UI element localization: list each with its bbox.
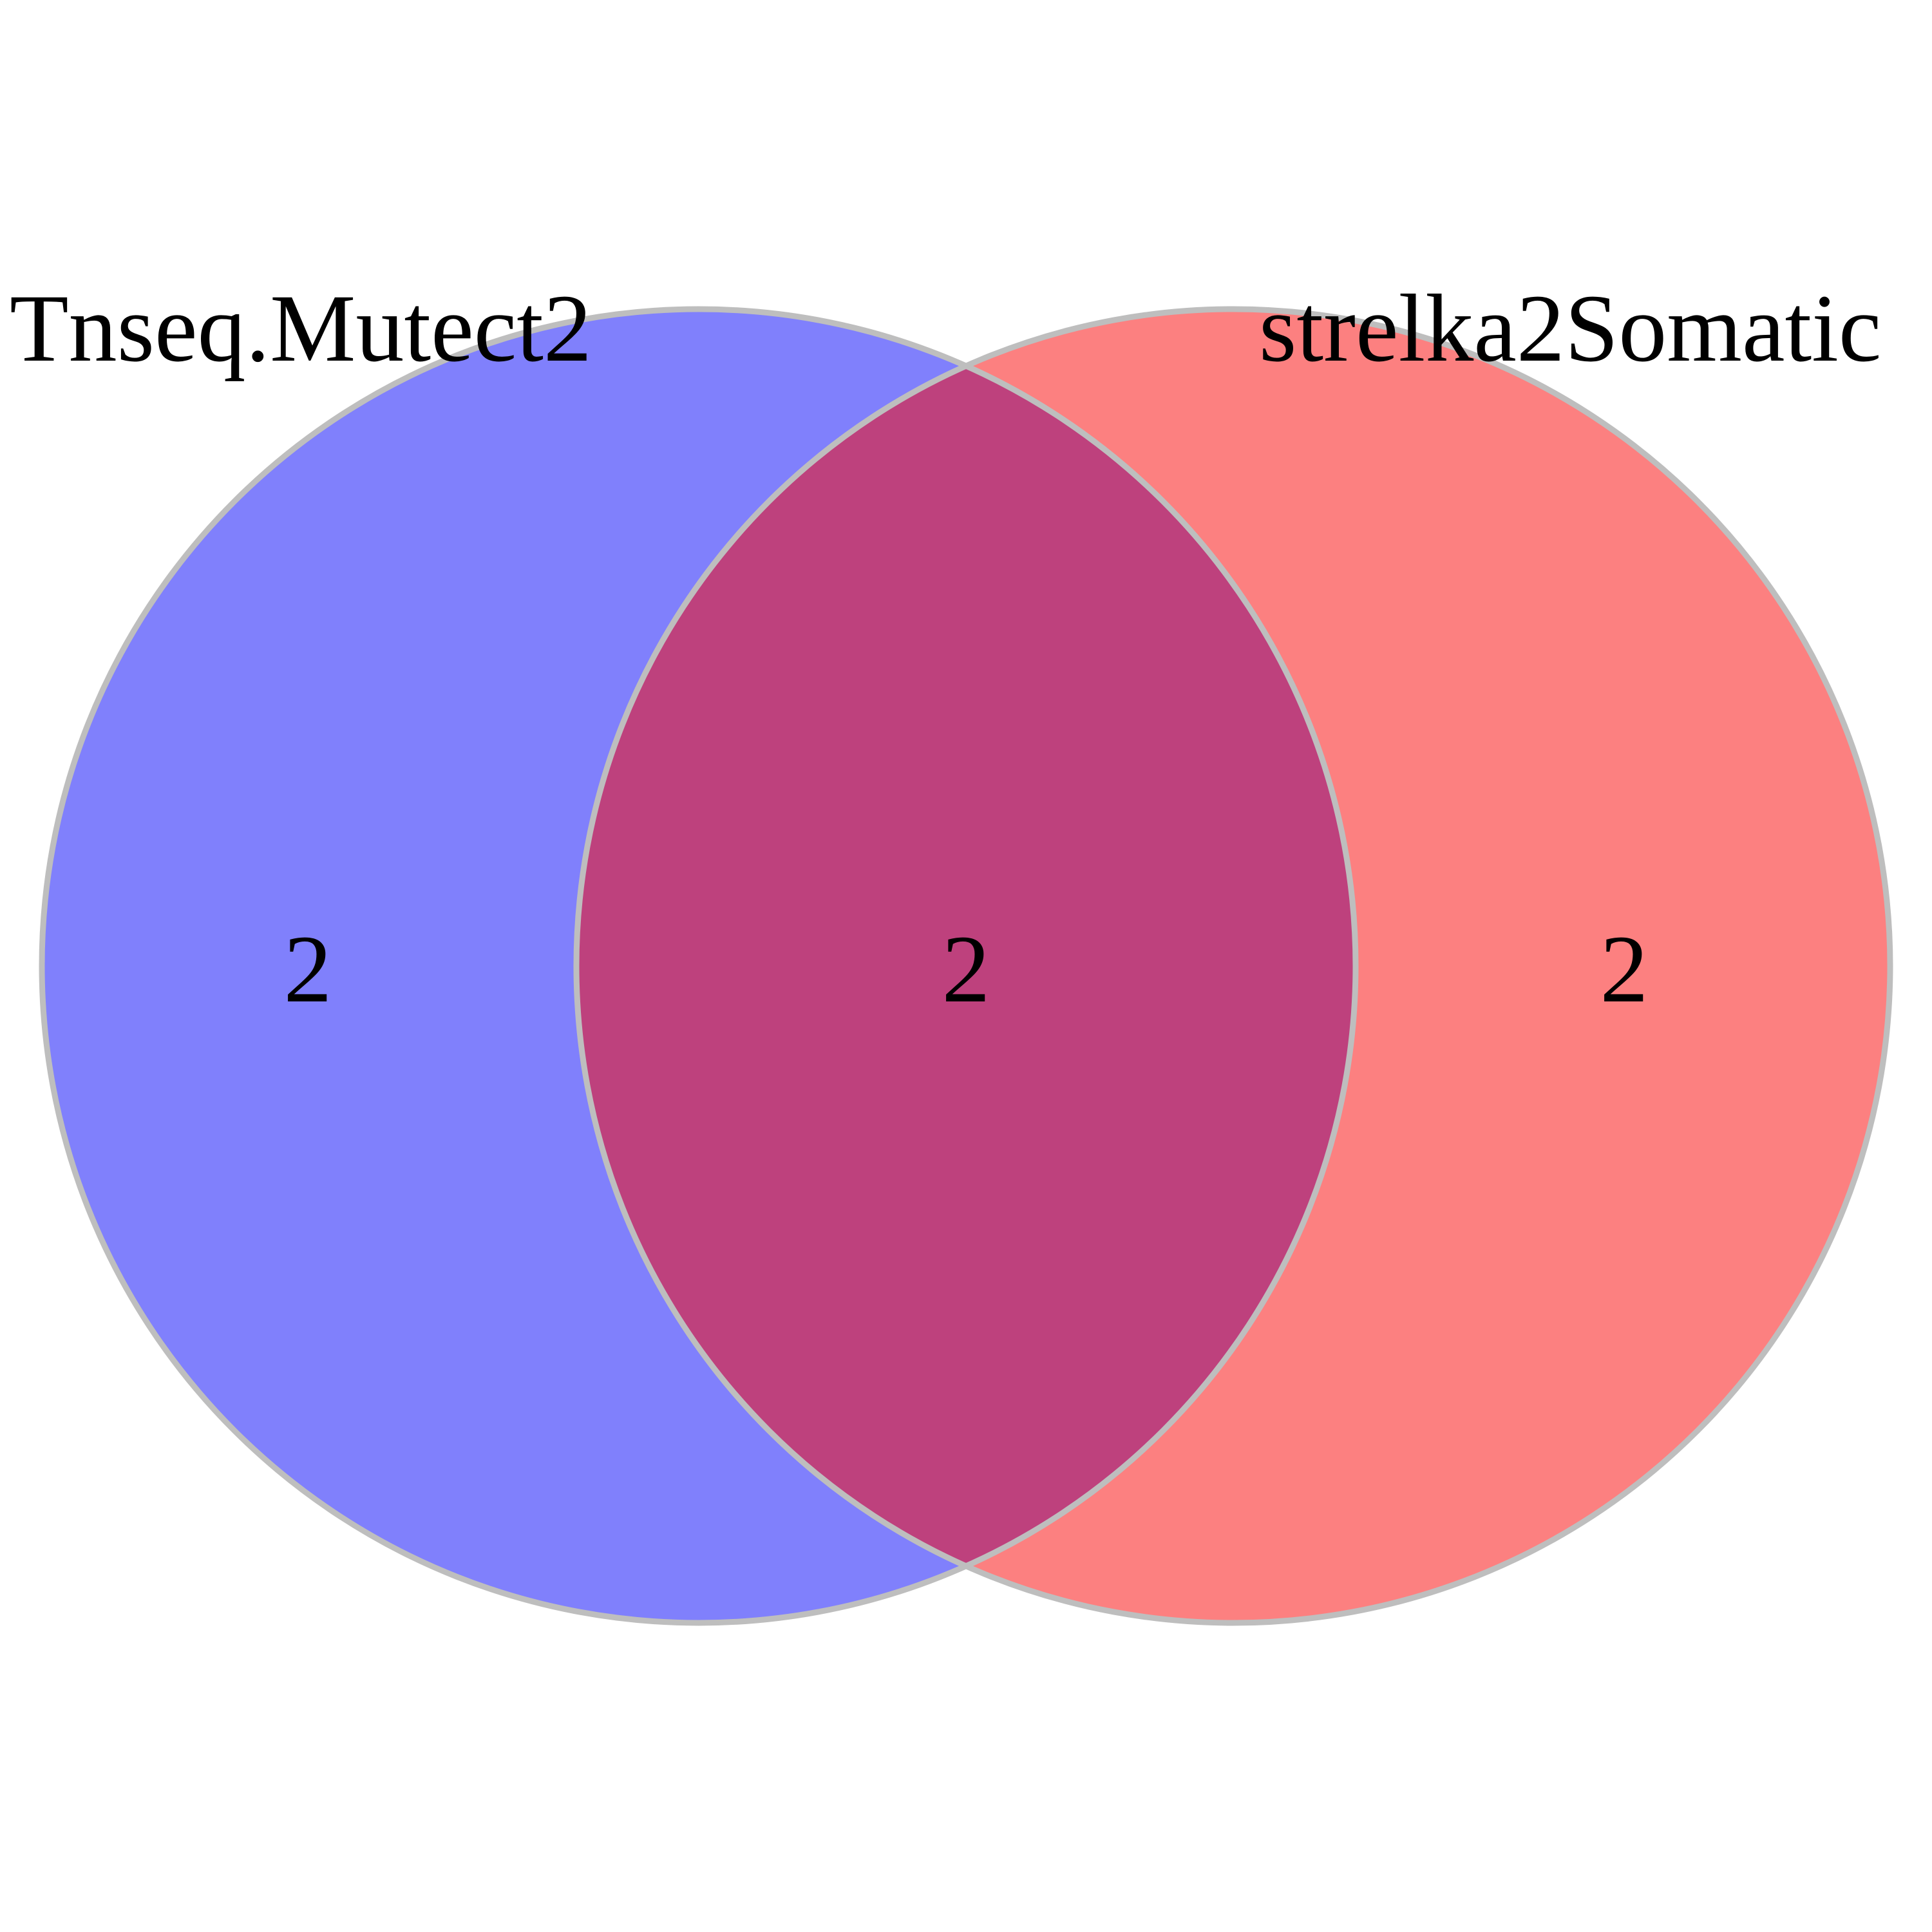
- count-intersection: 2: [942, 916, 990, 1023]
- count-strelka2somatic-only: 2: [1600, 916, 1649, 1023]
- count-tnseq-mutect2-only: 2: [284, 916, 332, 1023]
- set-label-tnseq-mutect2: Tnseq.Mutect2: [10, 275, 592, 382]
- set-label-strelka2somatic: strelka2Somatic: [1259, 275, 1881, 382]
- intersection-region: [576, 309, 1356, 1623]
- set-outline-strelka2somatic: [573, 306, 1893, 1626]
- set-outline-tnseq-mutect2: [39, 306, 1359, 1626]
